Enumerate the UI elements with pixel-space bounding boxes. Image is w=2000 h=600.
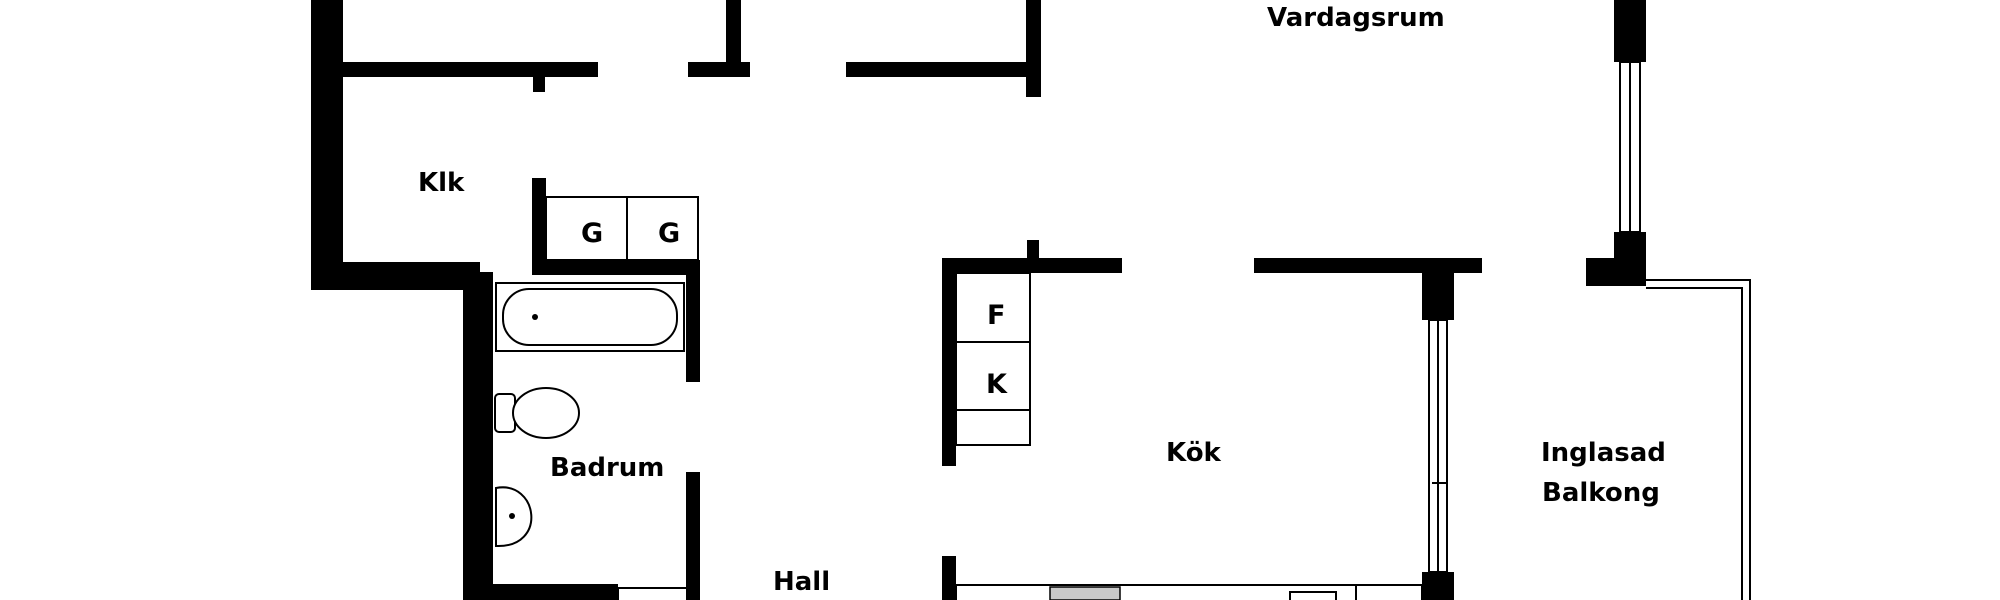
freezer-label: K — [986, 369, 1008, 400]
fridge-label: F — [987, 300, 1005, 331]
sink-counter-icon — [1289, 591, 1337, 600]
sink-icon — [495, 486, 533, 548]
room-label-balkong: Balkong — [1542, 478, 1660, 508]
room-label-inglasad: Inglasad — [1541, 438, 1666, 468]
walls — [311, 0, 1646, 600]
balcony-outline — [1646, 279, 1751, 600]
room-label-kok: Kök — [1166, 438, 1222, 468]
room-label-badrum: Badrum — [550, 453, 664, 483]
kitchen-counter — [955, 584, 1423, 600]
bathtub-icon — [495, 282, 685, 352]
fridge-freezer-cabinet — [955, 272, 1031, 446]
windows — [1428, 61, 1641, 573]
wardrobe-label-1: G — [581, 218, 603, 249]
room-label-vardagsrum: Vardagsrum — [1267, 3, 1445, 33]
room-label-hall: Hall — [773, 567, 830, 597]
wardrobe-label-2: G — [658, 218, 680, 249]
stove-icon — [1049, 586, 1121, 600]
wardrobes — [545, 196, 699, 261]
hall-entrance — [617, 587, 689, 600]
toilet-icon — [494, 387, 580, 439]
room-label-klk: Klk — [418, 168, 465, 198]
